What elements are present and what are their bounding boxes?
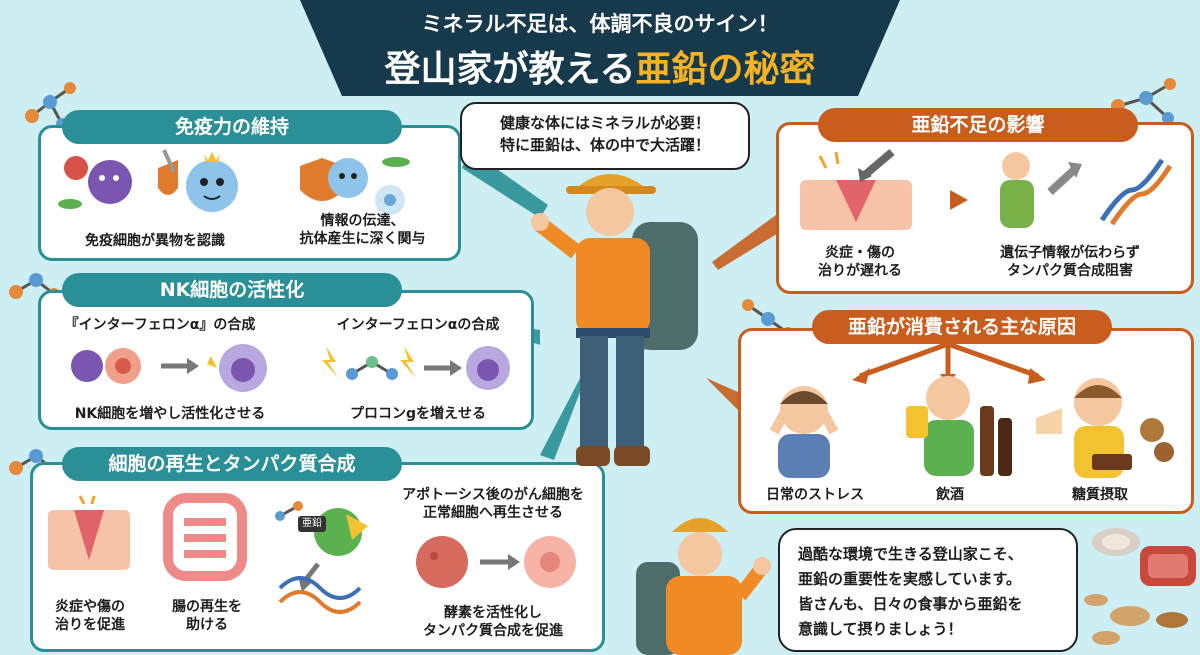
stressed-person-icon: [769, 386, 839, 478]
panel-regeneration-title: 細胞の再生とタンパク質合成: [62, 447, 402, 481]
nk-label-2: インターフェロンαの合成: [336, 317, 500, 333]
deficiency-arrow-icon: [950, 190, 968, 210]
zinc-dna-icon: [275, 501, 368, 614]
tired-person-icon: [1000, 152, 1082, 228]
cause-label-alcohol: 飲酒: [936, 487, 964, 503]
regen-caption-2: 腸の再生を 助ける: [172, 599, 242, 633]
cause-label-sugar: 糖質摂取: [1072, 487, 1128, 503]
panel-causes-title: 亜鉛が消費される主な原因: [812, 310, 1112, 344]
zinc-label: 亜鉛: [298, 516, 326, 532]
speech-bubble-bottom: 過酷な環境で生きる登山家こそ、 亜鉛の重要性を実感しています。 皆さんも、日々の…: [778, 528, 1078, 652]
apoptosis-label: アポトーシス後のがん細胞を 正常細胞へ再生させる: [402, 487, 584, 521]
molecule-icon: [1111, 78, 1176, 124]
immunity-caption-1: 免疫細胞が異物を認識: [85, 233, 225, 249]
header-subtitle: ミネラル不足は、体調不良のサイン！: [421, 12, 779, 36]
nk-cell-process-icon: [71, 344, 267, 392]
hiker-small-illustration: [636, 518, 771, 655]
shield-cell-icon: [300, 157, 410, 215]
speech-bubble-top: 健康な体にはミネラルが必要！ 特に亜鉛は、体の中で大活躍！: [460, 102, 750, 170]
header-banner: [300, 0, 900, 96]
regen-caption-1: 炎症や傷の 治りを促進: [55, 599, 125, 633]
intestine-icon: [163, 493, 247, 581]
virus-icon: [58, 156, 132, 209]
panel-immunity-title: 免疫力の維持: [62, 110, 402, 144]
header-title-highlight: 亜鉛の秘密: [635, 49, 816, 90]
header-title: 登山家が教える亜鉛の秘密: [300, 40, 900, 92]
wound-skin-icon: [48, 495, 130, 570]
regen-caption-3: 酵素を活性化し タンパク質合成を促進: [423, 605, 563, 639]
header-title-main: 登山家が教える: [384, 49, 636, 90]
deficiency-caption-2: 遺伝子情報が伝わらず タンパク質合成阻害: [1000, 245, 1140, 279]
procon-process-icon: [322, 346, 510, 390]
immunity-caption-2: 情報の伝達、 抗体産生に深く関与: [299, 213, 426, 247]
dna-icon: [1099, 158, 1173, 226]
panel-deficiency-title: 亜鉛不足の影響: [818, 108, 1138, 142]
cause-label-stress: 日常のストレス: [766, 487, 864, 503]
wound-delay-icon: [800, 148, 912, 230]
nk-caption-2: プロコンgを増えせる: [349, 406, 487, 422]
drinking-person-icon: [906, 376, 1012, 476]
cell-regeneration-icon: [416, 536, 576, 588]
eating-sweets-icon: [1036, 378, 1174, 478]
nk-caption-1: NK細胞を増やし活性化させる: [74, 406, 266, 422]
immune-cell-icon: [158, 149, 238, 212]
molecule-icon: [9, 273, 60, 300]
hiker-illustration: [531, 174, 698, 466]
deficiency-caption-1: 炎症・傷の 治りが遅れる: [818, 245, 902, 279]
causes-arrows: [852, 341, 1046, 386]
zinc-food-icon: [1084, 528, 1196, 645]
nk-label-1: 『インターフェロンα』の合成: [64, 317, 256, 333]
panel-nk-title: NK細胞の活性化: [62, 273, 402, 307]
